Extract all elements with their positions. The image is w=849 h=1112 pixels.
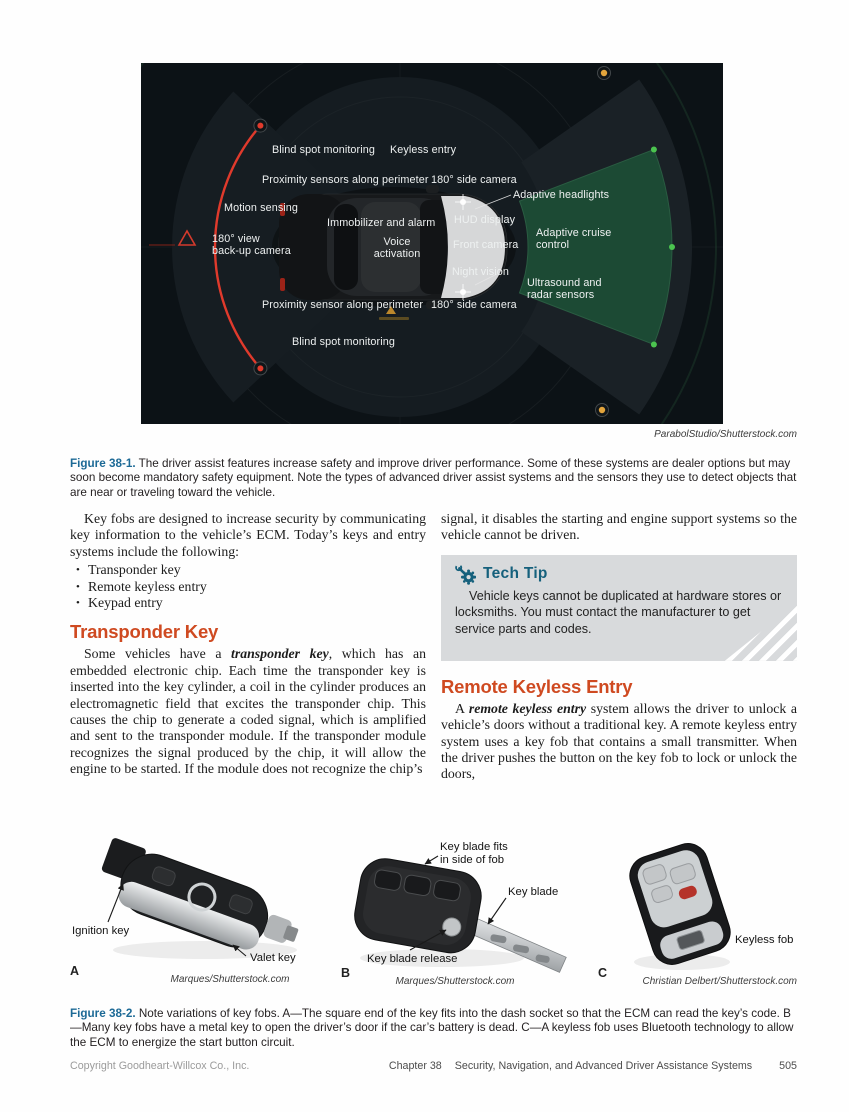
figure-38-1-attribution: ParabolStudio/Shutterstock.com xyxy=(654,429,797,440)
figure-38-1-caption-text: The driver assist features increase safe… xyxy=(70,456,797,499)
diagram-label-immobilizer: Immobilizer and alarm xyxy=(327,217,436,229)
label-key-blade-fits: Key blade fits in side of fob xyxy=(440,841,508,866)
car-top-view-illustration xyxy=(272,185,516,309)
panel-a-attribution: Marques/Shutterstock.com xyxy=(170,974,290,985)
label-keyless-fob: Keyless fob xyxy=(735,934,794,946)
tech-tip-body: Vehicle keys cannot be duplicated at har… xyxy=(455,588,782,636)
paragraph-text: system allows the driver to unlock a veh… xyxy=(441,700,797,782)
diagram-label-side-camera-bottom: 180° side camera xyxy=(431,299,517,311)
diagram-label-blind-spot-bottom: Blind spot monitoring xyxy=(292,336,395,348)
label-key-blade-release: Key blade release xyxy=(367,953,458,965)
list-item: Remote keyless entry xyxy=(76,579,426,596)
continuation-paragraph: signal, it disables the starting and eng… xyxy=(441,511,797,543)
left-sensor-fan xyxy=(172,91,354,403)
diagram-label-backup-camera: 180° view back-up camera xyxy=(212,233,291,257)
label-key-blade: Key blade xyxy=(508,886,559,898)
panel-c-attribution: Christian Delbert/Shutterstock.com xyxy=(642,976,797,987)
gear-wrench-icon xyxy=(455,563,476,585)
diagram-label-voice-activation: Voice activation xyxy=(373,236,421,260)
diagram-label-blind-spot-top: Blind spot monitoring xyxy=(272,144,375,156)
chapter-number: Chapter 38 xyxy=(388,1060,442,1072)
figure-38-1-driver-assist-diagram: Blind spot monitoring Keyless entry Prox… xyxy=(141,63,723,424)
figure-38-2-panel-b: Key blade fits in side of fob Key blade … xyxy=(330,838,570,994)
figure-38-2-caption: Figure 38-2. Note variations of key fobs… xyxy=(70,1007,797,1051)
diagram-label-ultrasound-radar: Ultrasound and radar sensors xyxy=(527,277,602,301)
diagram-label-front-camera: Front camera xyxy=(453,239,519,251)
left-column: Key fobs are designed to increase securi… xyxy=(70,511,426,783)
panel-letter-a: A xyxy=(70,964,80,978)
ignition-key-fob-photo xyxy=(101,838,299,959)
figure-38-2-caption-label: Figure 38-2. xyxy=(70,1006,136,1020)
sensor-dots xyxy=(253,66,675,417)
label-ignition-key: Ignition key xyxy=(72,925,130,937)
driver-assist-diagram-graphic xyxy=(141,63,723,424)
transponder-key-heading: Transponder Key xyxy=(70,621,219,643)
warning-triangle-icon xyxy=(177,229,197,246)
panel-letter-c: C xyxy=(598,966,608,980)
key-systems-list: Transponder key Remote keyless entry Key… xyxy=(70,562,426,612)
tech-tip-box: Tech Tip Vehicle keys cannot be duplicat… xyxy=(441,554,797,661)
copyright-notice: Copyright Goodheart-Willcox Co., Inc. xyxy=(70,1060,250,1072)
remote-keyless-entry-heading: Remote Keyless Entry xyxy=(441,675,633,697)
diagram-label-adaptive-cruise: Adaptive cruise control xyxy=(536,227,612,251)
keyless-fob-photo xyxy=(629,843,731,970)
green-radar-zone xyxy=(518,148,673,346)
transponder-paragraph: Some vehicles have a transponder key, wh… xyxy=(70,646,426,777)
figure-38-2-panel-c: Keyless fob C Christian Delbert/Shutters… xyxy=(590,838,797,994)
body-columns: Key fobs are designed to increase securi… xyxy=(70,511,797,783)
figure-38-1-caption: Figure 38-1. The driver assist features … xyxy=(70,457,797,501)
remote-keyless-paragraph: A remote keyless entry system allows the… xyxy=(441,701,797,783)
page-number: 505 xyxy=(779,1060,797,1072)
panel-letter-b: B xyxy=(341,966,351,980)
label-valet-key: Valet key xyxy=(250,952,296,964)
figure-38-2-panel-a: Ignition key Valet key A Marques/Shutter… xyxy=(70,838,310,994)
diagram-label-proximity-bottom: Proximity sensor along perimeter xyxy=(262,299,424,311)
diagram-label-night-vision: Night vision xyxy=(452,266,510,278)
list-item: Transponder key xyxy=(76,562,426,579)
list-item: Keypad entry xyxy=(76,595,426,612)
intro-paragraph: Key fobs are designed to increase securi… xyxy=(70,511,426,559)
paragraph-text: , which has an embedded electronic chip.… xyxy=(70,646,426,777)
diagram-label-proximity-top: Proximity sensors along perimeter xyxy=(262,174,429,186)
figure-38-2-key-fobs: Ignition key Valet key A Marques/Shutter… xyxy=(70,838,797,994)
flip-key-fob-photo xyxy=(354,855,567,973)
diagram-label-adaptive-headlights: Adaptive headlights xyxy=(513,189,610,201)
handbrake-warning-icon xyxy=(386,306,396,314)
panel-b-attribution: Marques/Shutterstock.com xyxy=(395,976,515,987)
page-footer: Copyright Goodheart-Willcox Co., Inc. Ch… xyxy=(70,1060,797,1072)
diagram-label-hud-display: HUD display xyxy=(454,214,516,226)
right-column: signal, it disables the starting and eng… xyxy=(441,511,797,783)
red-backup-camera-arc xyxy=(213,124,262,370)
diagram-label-side-camera-top: 180° side camera xyxy=(431,174,517,186)
chapter-title: Security, Navigation, and Advanced Drive… xyxy=(454,1060,753,1072)
term-remote-keyless-entry: remote keyless entry xyxy=(468,700,587,716)
tech-tip-header: Tech Tip xyxy=(455,563,783,585)
footer-chapter-info: Chapter 38 Security, Navigation, and Adv… xyxy=(389,1060,797,1072)
paragraph-text: A xyxy=(455,700,469,716)
figure-38-1-caption-label: Figure 38-1. xyxy=(70,456,136,470)
figure-38-2-caption-text: Note variations of key fobs. A—The squar… xyxy=(70,1006,794,1049)
paragraph-text: Some vehicles have a xyxy=(84,646,232,662)
term-transponder-key: transponder key xyxy=(231,646,329,662)
tech-tip-title: Tech Tip xyxy=(483,565,548,583)
diagram-label-motion-sensing: Motion sensing xyxy=(224,202,299,214)
diagram-label-keyless-entry: Keyless entry xyxy=(390,144,457,156)
